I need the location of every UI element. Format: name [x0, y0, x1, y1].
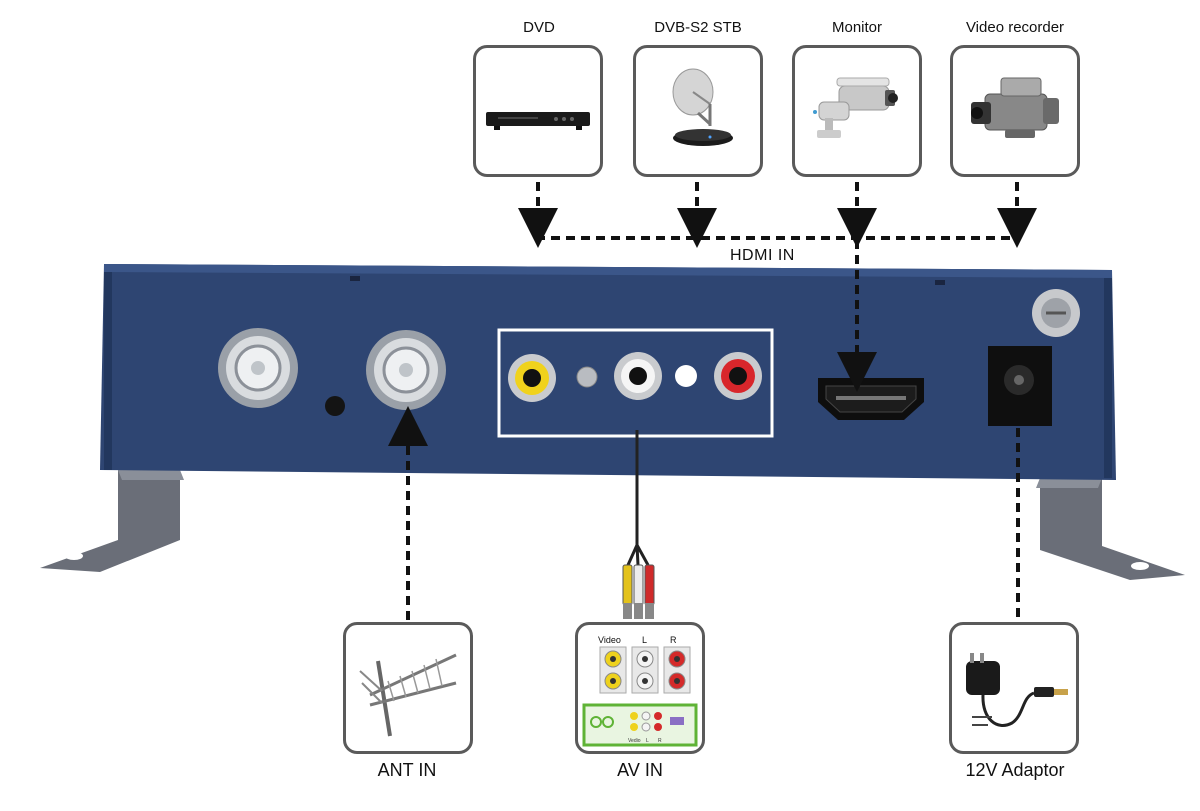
stb-label: DVB-S2 STB — [654, 19, 742, 36]
av-small-video-text: Vedio — [628, 738, 641, 744]
indicator-led — [675, 365, 697, 387]
rf-connector-2 — [366, 330, 446, 410]
av-video-text: Video — [598, 635, 621, 645]
antenna-icon — [359, 653, 457, 736]
av-cable — [622, 430, 655, 619]
rca-left-audio-port — [614, 352, 662, 400]
ant-in-label: ANT IN — [377, 760, 437, 780]
power-adaptor-box — [949, 622, 1079, 754]
power-adapter-icon — [966, 653, 1068, 727]
monitor-label: Monitor — [831, 19, 883, 36]
ground-screw — [1032, 289, 1080, 337]
av-right-text: R — [670, 635, 677, 645]
av-left-text: L — [642, 635, 647, 645]
rca-right-audio-port — [714, 352, 762, 400]
left-bracket — [40, 470, 184, 572]
av-small-right-text: R — [658, 738, 662, 744]
converter-chassis — [100, 264, 1116, 480]
right-bracket — [1036, 478, 1185, 580]
dvd-label: DVD — [523, 19, 555, 36]
panel-screw — [576, 366, 598, 388]
av-small-left-text: L — [646, 738, 649, 744]
camcorder-icon — [971, 77, 1059, 138]
ir-sensor — [325, 396, 345, 416]
video-recorder-device-box — [950, 45, 1080, 177]
adaptor-label: 12V Adaptor — [965, 760, 1065, 780]
video-recorder-label: Video recorder — [965, 19, 1065, 36]
dvd-device-box — [473, 45, 603, 177]
satellite-dish-icon — [672, 68, 733, 146]
stb-device-box — [633, 45, 763, 177]
av-source-box: Video L R Vedio L R — [575, 622, 705, 754]
hdmi-input-lines — [518, 182, 1037, 392]
hdmi-in-label: HDMI IN — [730, 247, 795, 264]
av-panel-illustration: Video L R Vedio L R — [582, 635, 698, 747]
dvd-player-icon — [486, 112, 590, 130]
monitor-device-box — [792, 45, 922, 177]
av-in-label: AV IN — [617, 760, 663, 780]
antenna-box — [343, 622, 473, 754]
dc-power-jack — [988, 346, 1052, 426]
rf-connector-1 — [218, 328, 298, 408]
rca-video-port — [508, 354, 556, 402]
security-camera-icon — [813, 77, 898, 138]
hdmi-port — [818, 378, 924, 420]
